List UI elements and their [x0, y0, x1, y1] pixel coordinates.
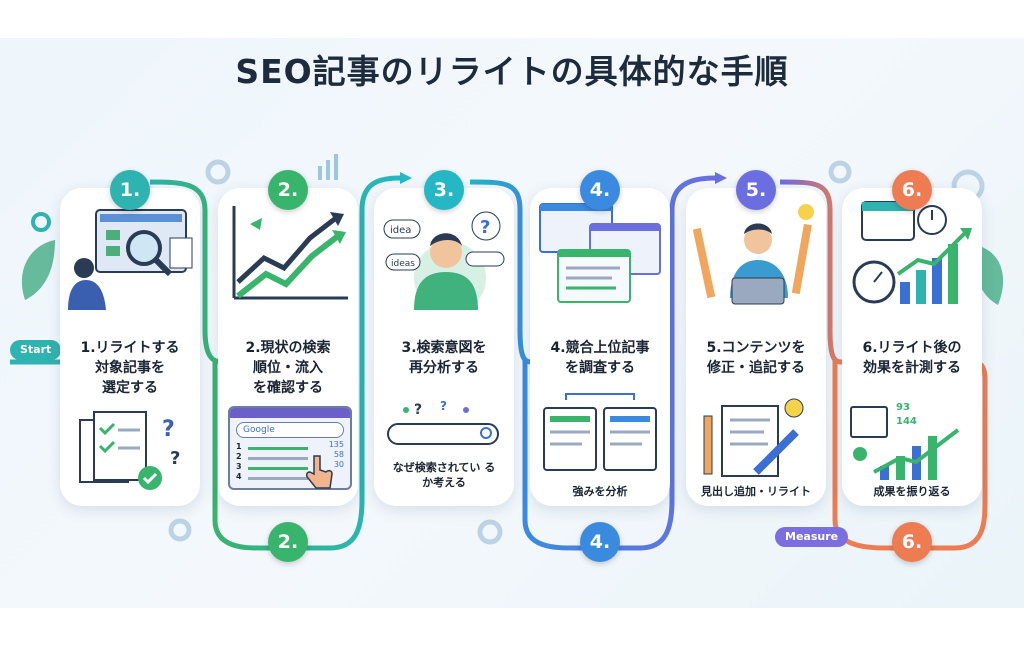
document-pencil-lightbulb-icon: [703, 398, 804, 477]
step-sub-4: 強みを分析: [572, 485, 628, 498]
rank-4: 4: [236, 472, 242, 481]
svg-text:?: ?: [440, 400, 447, 413]
step-card-6: 6.リライト後の 効果を計測する 93 144 成果を振り返る: [842, 188, 982, 506]
count-3: 30: [333, 460, 344, 469]
svg-text:?: ?: [170, 448, 180, 469]
bottom-badge-6: 6.: [892, 522, 932, 562]
idea-bubble: idea: [390, 225, 411, 236]
stacked-pages-icon: [539, 203, 661, 303]
bottom-badge-4: 4.: [580, 522, 620, 562]
svg-text:?: ?: [480, 217, 490, 238]
step-badge-4: 4.: [580, 170, 620, 210]
step-badge-5: 5.: [736, 170, 776, 210]
step-sub-5: 見出し追加・リライト: [701, 485, 811, 498]
rank-3: 3: [236, 462, 242, 471]
search-bar-icon: ? ?: [387, 400, 499, 445]
start-label: Start: [10, 340, 62, 360]
step-badge-3: 3.: [424, 170, 464, 210]
step-sub-6: 成果を振り返る: [873, 485, 951, 498]
ideas-bubble: ideas: [391, 259, 415, 269]
step-label-4: 4.競合上位記事 を調査する: [550, 340, 650, 376]
svg-text:?: ?: [162, 417, 175, 442]
writer-laptop-icon: [692, 204, 814, 305]
step-label-1: 1.リライトする 対象記事を 選定する: [80, 340, 180, 396]
google-search-box: Google: [236, 422, 344, 438]
step-badge-6: 6.: [892, 170, 932, 210]
step-label-2: 2.現状の検索 順位・流入 を確認する: [245, 340, 331, 396]
metric-93: 93: [896, 402, 910, 413]
search-results-window: Google 1 2 3 4 135 58 30: [228, 406, 352, 490]
measure-label: Measure: [775, 527, 849, 547]
step-label-3: 3.検索意図を 再分析する: [401, 340, 487, 376]
stopwatch-chart-icon: [852, 201, 972, 304]
step-badge-2: 2.: [268, 170, 308, 210]
count-2: 58: [333, 450, 344, 459]
step-label-6: 6.リライト後の 効果を計測する: [862, 340, 962, 376]
result-chart: 93 144: [850, 402, 974, 482]
step-card-1: 1.リライトする 対象記事を 選定する ? ?: [60, 188, 200, 506]
step-card-5: 5.コンテンツを 修正・追記する 見出し追加・リライト: [686, 188, 826, 506]
step-card-4: 4.競合上位記事 を調査する 強みを分析: [530, 188, 670, 506]
rising-chart-icon: [232, 206, 348, 300]
svg-text:?: ?: [414, 402, 422, 418]
page-title: SEO記事のリライトの具体的な手順: [235, 52, 789, 91]
monitor-magnifier-icon: [68, 209, 193, 310]
step-badge-1: 1.: [110, 170, 150, 210]
bottom-badge-2: 2.: [268, 522, 308, 562]
rank-2: 2: [236, 452, 242, 461]
step-sub-3: なぜ検索されてい る か考える: [392, 461, 496, 489]
metric-144: 144: [896, 416, 917, 427]
rank-1: 1: [236, 442, 242, 451]
growth-bars-icon: [853, 428, 960, 480]
calendar-icon: [850, 406, 888, 438]
step-card-3: idea ideas ? 3.検索意図を 再分析する ? ? なぜ検索されてい …: [374, 188, 514, 506]
step-card-2: 2.現状の検索 順位・流入 を確認する Google 1 2 3 4 135 5…: [218, 188, 358, 506]
count-1: 135: [328, 440, 344, 449]
compare-documents-icon: [543, 393, 657, 471]
thinking-person-icon: idea ideas ?: [383, 211, 505, 310]
pointer-hand-icon: [305, 455, 333, 489]
checklist-documents-icon: ? ?: [79, 411, 180, 490]
step-label-5: 5.コンテンツを 修正・追記する: [706, 340, 806, 376]
